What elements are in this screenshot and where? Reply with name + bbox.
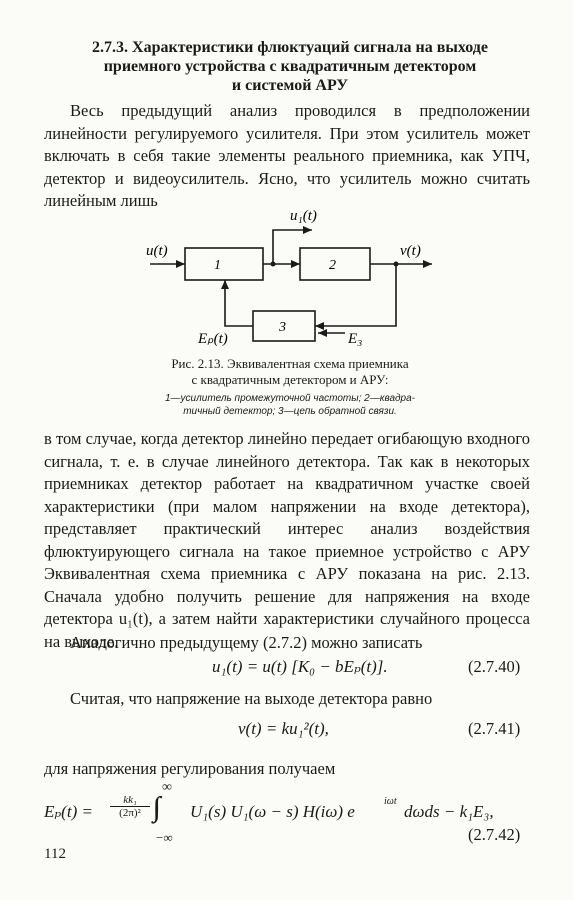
equation-2-7-40: u₁(t) = u(t) [K₀ − bEₚ(t)]. (212, 657, 388, 676)
section-heading: 2.7.3. Характеристики флюктуаций сигнала… (40, 38, 540, 95)
section-heading-line-1: 2.7.3. Характеристики флюктуаций сигнала… (92, 39, 488, 56)
figure-legend-line-1: 1—усилитель промежуточной частоты; 2—ква… (165, 393, 415, 404)
figure-legend-line-2: тичный детектор; 3—цепь обратной связи. (183, 406, 397, 417)
page-number: 112 (44, 846, 66, 862)
paragraph-intro: Весь предыдущий анализ проводился в пред… (44, 101, 530, 210)
section-heading-line-3: и системой АРУ (231, 77, 349, 94)
lead-text-2: Считая, что напряжение на выходе детекто… (70, 689, 433, 708)
tap-signal-label: u₁(t) (290, 208, 317, 224)
eq3-fraction-denominator: (2π)² (119, 807, 141, 819)
reference-voltage-label: E₃ (347, 331, 362, 347)
eq3-integrand: U₁(s) U₁(ω − s) H(iω) e (190, 802, 355, 821)
feedback-voltage-label: Eₚ(t) (197, 331, 228, 347)
figure-legend: 1—усилитель промежуточной частоты; 2—ква… (100, 392, 480, 418)
lead-text-3: для напряжения регулирования получаем (44, 759, 336, 778)
output-signal-label: v(t) (400, 243, 421, 259)
eq3-lower-limit: −∞ (156, 830, 173, 845)
eq3-fraction: kk₁ (2π)² (110, 794, 150, 819)
block-2-number: 2 (329, 258, 336, 273)
paragraph-main: в том случае, когда детектор линейно пер… (44, 429, 530, 651)
eq3-lhs: Eₚ(t) = (44, 802, 93, 821)
figure-caption-line-2: с квадратичным детектором и АРУ: (191, 372, 389, 387)
lead-text-1: Аналогично предыдущему (2.7.2) можно зап… (70, 633, 423, 652)
eq3-tail: dωds − k₁E₃, (404, 802, 494, 821)
eq3-fraction-numerator: kk₁ (110, 794, 150, 807)
section-heading-line-2: приемного устройства с квадратичным дете… (103, 58, 477, 75)
equation-2-7-41: v(t) = ku₁²(t), (238, 719, 329, 738)
equation-2-7-42: Eₚ(t) = kk₁ (2π)² ∞ ∫∫ −∞ U₁(s) U₁(ω − s… (44, 780, 534, 850)
block-3-number: 3 (278, 320, 286, 335)
block-1-amplifier (184, 247, 264, 281)
input-signal-label: u(t) (146, 243, 168, 259)
figure-caption-line-1: Рис. 2.13. Эквивалентная схема приемника (171, 356, 409, 371)
equation-number-2-7-40: (2.7.40) (468, 657, 521, 676)
equation-number-2-7-41: (2.7.41) (468, 719, 521, 738)
block-1-number: 1 (214, 258, 221, 273)
equation-number-2-7-42: (2.7.42) (468, 825, 521, 844)
eq3-upper-limit: ∞ (162, 780, 172, 795)
figure-caption: Рис. 2.13. Эквивалентная схема приемника… (110, 356, 470, 388)
eq3-exponent: iωt (384, 796, 397, 807)
